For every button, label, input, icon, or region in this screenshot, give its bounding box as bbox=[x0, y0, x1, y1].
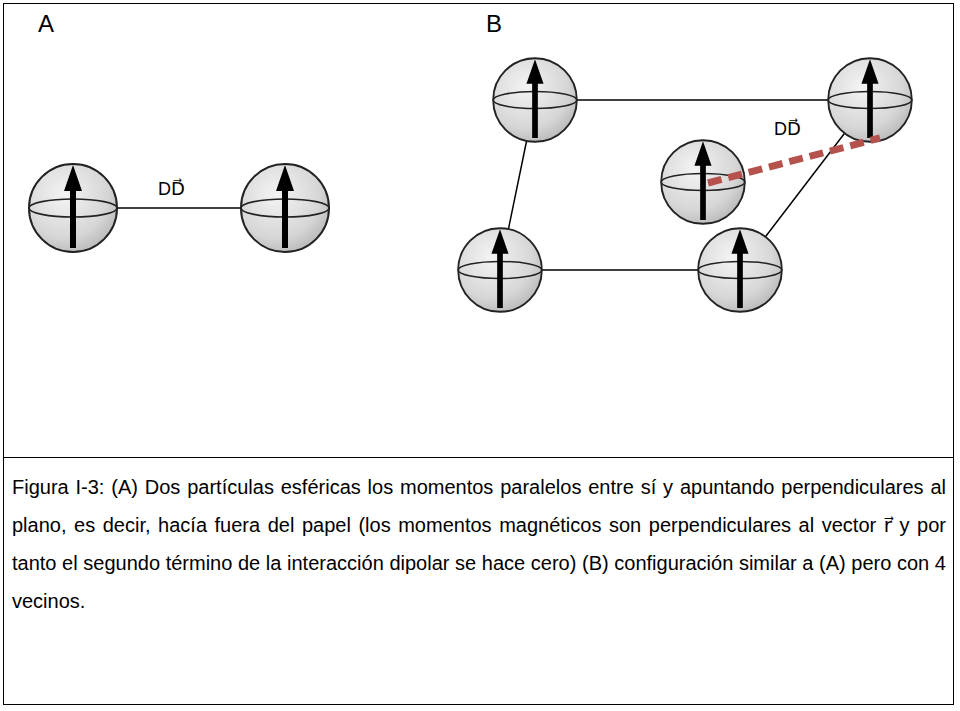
magnetic-particle bbox=[458, 228, 542, 312]
magnetic-particle bbox=[828, 58, 912, 142]
magnetic-particle bbox=[241, 164, 329, 252]
magnetic-particle bbox=[661, 140, 745, 224]
panel-letter: A bbox=[38, 10, 54, 38]
interaction-label: DD⃗ bbox=[158, 178, 185, 200]
caption-separator bbox=[3, 457, 954, 458]
figure-caption: Figura I-3: (A) Dos partículas esféricas… bbox=[12, 468, 946, 620]
magnetic-particle bbox=[698, 228, 782, 312]
magnetic-particle bbox=[29, 164, 117, 252]
panel-letter: B bbox=[486, 10, 502, 38]
figure-frame bbox=[3, 3, 954, 705]
magnetic-particle bbox=[493, 58, 577, 142]
dipolar-interaction-line bbox=[708, 138, 880, 183]
interaction-label: DD⃗ bbox=[774, 118, 801, 140]
